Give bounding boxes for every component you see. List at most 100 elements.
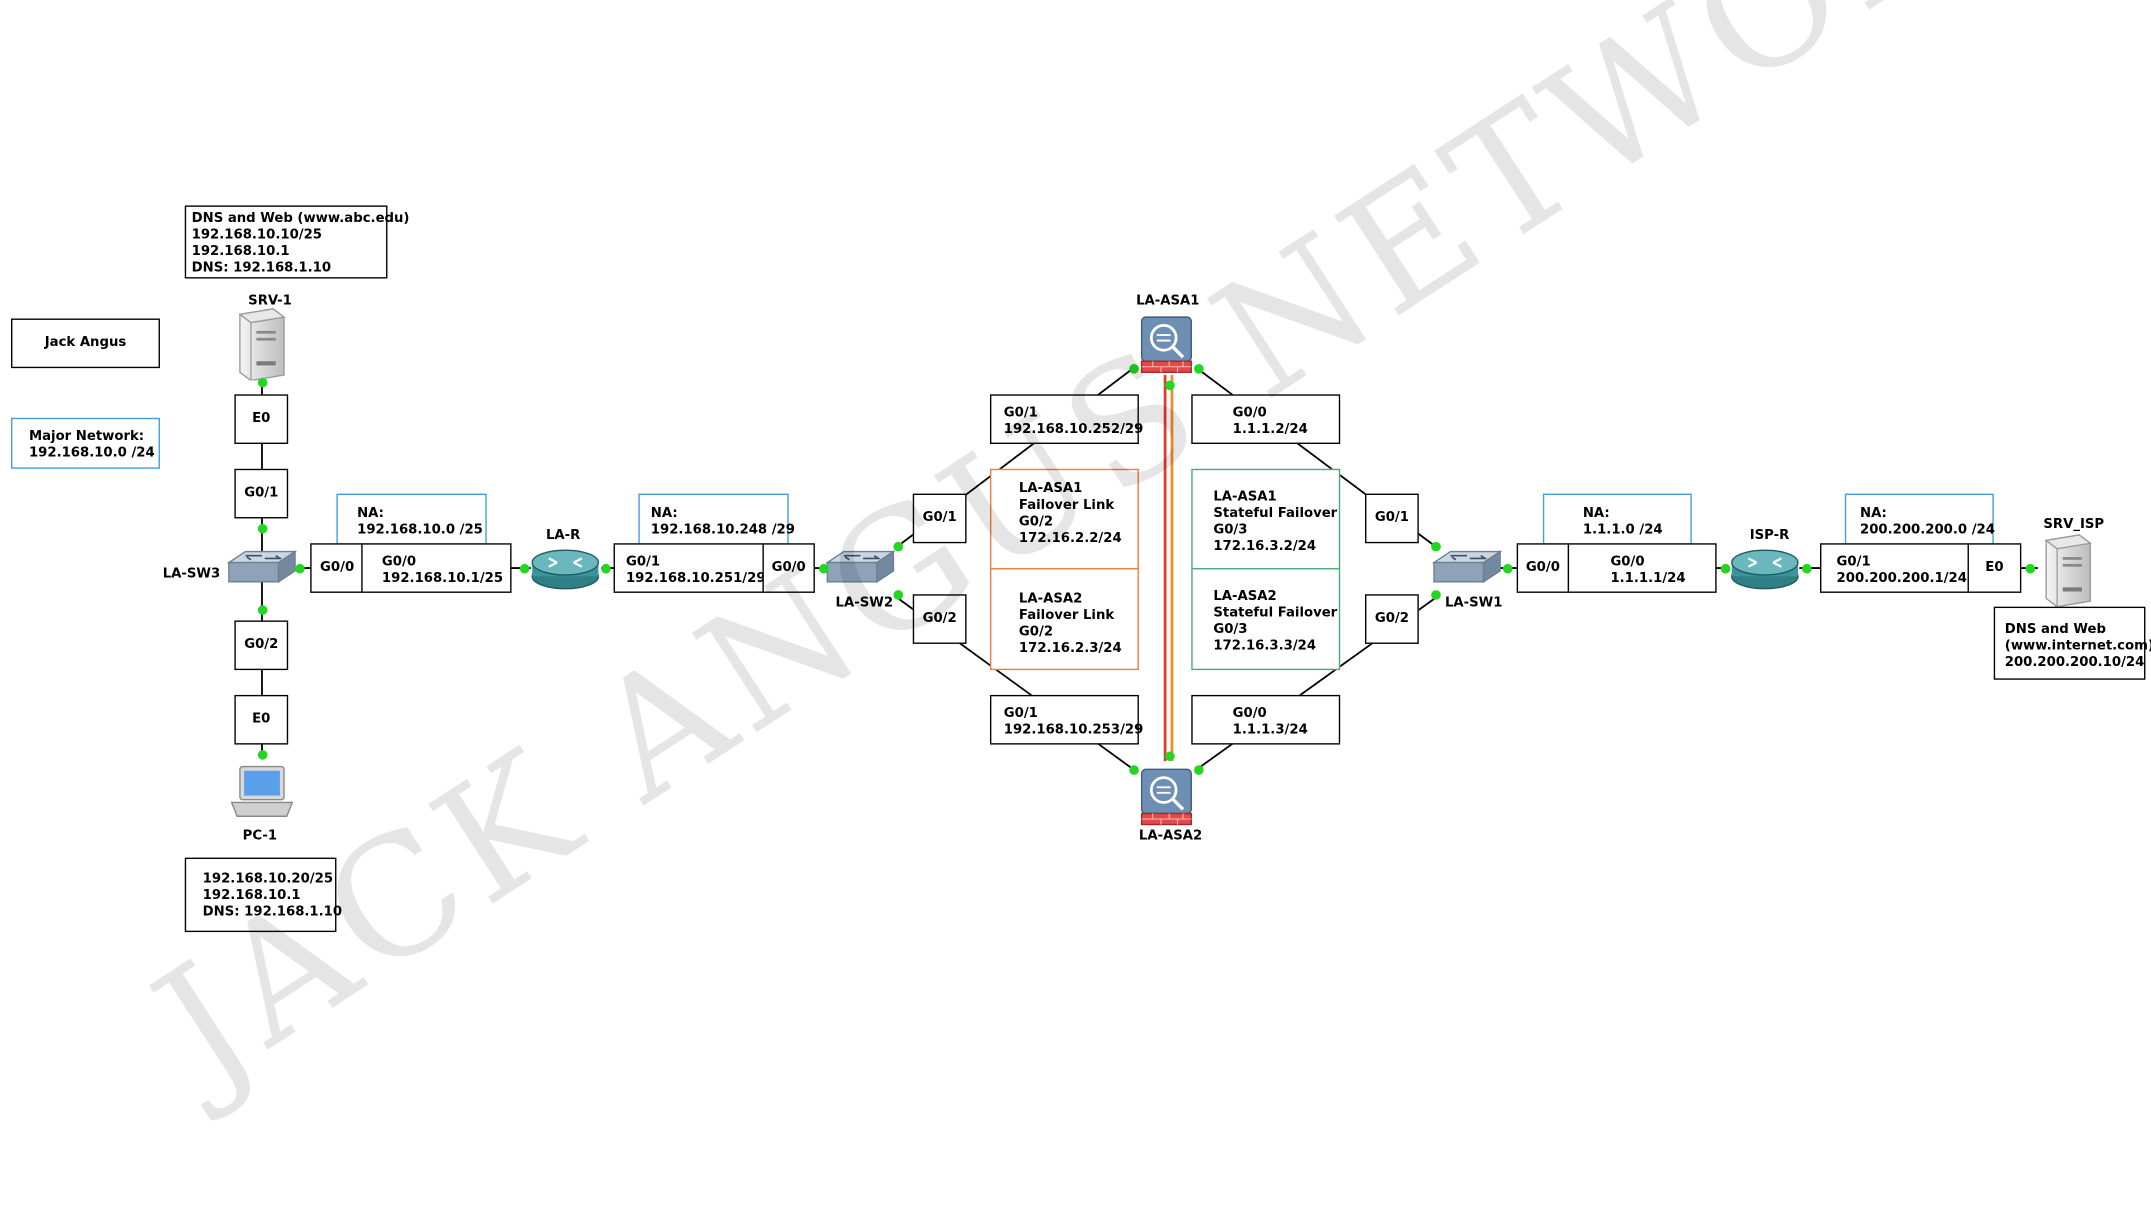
firewall-icon[interactable] <box>1139 314 1194 375</box>
port-name: G0/0 <box>1610 554 1645 570</box>
info-line: 192.168.10.20/25 <box>202 871 334 887</box>
link-dot <box>1502 563 1512 573</box>
title-text: Jack Angus <box>44 335 127 351</box>
major-network-box: Major Network: 192.168.10.0 /24 <box>11 417 160 469</box>
port-sw2-g0-2[interactable]: G0/2 <box>912 594 967 644</box>
network-address-box: NA: 192.168.10.248 /29 <box>638 493 795 545</box>
port-ispr-g0-1[interactable]: G0/1 200.200.200.1/24 <box>1820 543 1969 593</box>
failover-line: Failover Link <box>1018 608 1115 624</box>
port-name: G0/1 <box>1836 554 1871 570</box>
link-dot <box>1430 541 1441 551</box>
na-label: NA: <box>1860 506 1887 522</box>
info-line: DNS: 192.168.1.10 <box>191 260 332 276</box>
network-address-box: NA: 192.168.10.0 /25 <box>336 493 487 545</box>
link-dot <box>257 604 267 615</box>
info-line: DNS and Web (www.abc.edu) <box>191 210 410 227</box>
major-network-label: Major Network: <box>28 428 145 444</box>
port-ip: 1.1.1.1/24 <box>1610 570 1686 586</box>
port-ip: 192.168.10.253/29 <box>1003 722 1144 738</box>
device-label-la-asa1: LA-ASA1 <box>1136 293 1200 309</box>
port-lar-g0-0[interactable]: G0/0 192.168.10.1/25 <box>361 543 512 593</box>
router-icon[interactable] <box>529 546 601 590</box>
device-label-srv-isp: SRV_ISP <box>2043 517 2105 533</box>
link-dot <box>1801 563 1812 573</box>
link-dot <box>600 563 611 573</box>
link-dot <box>257 377 267 387</box>
link-dot <box>1128 764 1139 775</box>
info-line: 192.168.10.1 <box>191 244 290 260</box>
device-label-la-sw1: LA-SW1 <box>1444 595 1503 611</box>
stateful-line: 172.16.3.3/24 <box>1213 638 1317 654</box>
link-dot <box>1128 363 1139 373</box>
port-srv1-e0[interactable]: E0 <box>234 394 289 444</box>
failover-line: Failover Link <box>1018 497 1115 513</box>
srv1-info-box: DNS and Web (www.abc.edu) 192.168.10.10/… <box>184 205 410 279</box>
stateful-line: LA-ASA2 <box>1213 588 1277 604</box>
port-ispr-g0-0[interactable]: G0/0 1.1.1.1/24 <box>1567 543 1717 593</box>
title-box: Jack Angus <box>11 318 160 369</box>
port-name: G0/0 <box>1232 705 1267 722</box>
info-line: DNS: 192.168.1.10 <box>202 904 343 920</box>
port-name: G0/1 <box>1003 705 1038 722</box>
port-sw3-g0-2[interactable]: G0/2 <box>234 620 289 671</box>
switch-icon[interactable] <box>1431 549 1503 588</box>
port-sw1-g0-2[interactable]: G0/2 <box>1365 594 1419 644</box>
port-sw3-g0-1[interactable]: G0/1 <box>234 468 289 519</box>
port-ip: 1.1.1.2/24 <box>1232 421 1308 438</box>
device-label-la-sw2: LA-SW2 <box>835 595 894 611</box>
stateful-line: G0/3 <box>1213 621 1248 638</box>
pc-icon[interactable] <box>229 761 295 822</box>
port-sw1-g0-1[interactable]: G0/1 <box>1365 493 1419 544</box>
port-sw3-g0-0[interactable]: G0/0 <box>310 543 365 593</box>
port-sw2-g0-0[interactable]: G0/0 <box>762 543 815 593</box>
link-dot <box>892 589 903 600</box>
device-label-la-sw3: LA-SW3 <box>162 566 221 582</box>
link-dot <box>257 749 267 760</box>
device-label-isp-r: ISP-R <box>1749 528 1790 544</box>
port-sw2-g0-1[interactable]: G0/1 <box>912 493 967 544</box>
port-asa1-g0-1[interactable]: G0/1 192.168.10.252/29 <box>989 394 1144 444</box>
router-icon[interactable] <box>1729 546 1801 590</box>
port-ip: 192.168.10.251/29 <box>625 570 766 586</box>
info-line: 192.168.10.10/25 <box>191 227 323 243</box>
port-lar-g0-1[interactable]: G0/1 192.168.10.251/29 <box>613 543 766 593</box>
stateful-line: 172.16.3.2/24 <box>1213 539 1317 555</box>
failover-line: G0/2 <box>1018 624 1054 640</box>
port-name: G0/1 <box>1003 405 1038 421</box>
link-dot <box>1164 750 1175 761</box>
port-asa2-g0-0[interactable]: G0/0 1.1.1.3/24 <box>1191 694 1341 745</box>
na-value: 1.1.1.0 /24 <box>1582 522 1663 538</box>
device-label-la-asa2: LA-ASA2 <box>1138 828 1203 844</box>
port-name: G0/0 <box>1232 405 1267 421</box>
port-srv-isp-e0[interactable]: E0 <box>1967 543 2022 593</box>
link-dot <box>257 523 267 533</box>
failover-line: LA-ASA2 <box>1018 591 1083 607</box>
pc1-info-box: 192.168.10.20/25 192.168.10.1 DNS: 192.1… <box>184 857 343 933</box>
port-asa1-g0-0[interactable]: G0/0 1.1.1.2/24 <box>1191 394 1341 444</box>
info-line: 200.200.200.10/24 <box>2004 654 2145 671</box>
link-dot <box>294 563 305 573</box>
port-asa2-g0-1[interactable]: G0/1 192.168.10.253/29 <box>989 694 1144 745</box>
asa2-stateful-failover-box: LA-ASA2 Stateful Failover G0/3 172.16.3.… <box>1191 568 1341 671</box>
link-dot <box>1430 589 1441 600</box>
firewall-icon[interactable] <box>1139 767 1194 828</box>
asa1-failover-link-box: LA-ASA1 Failover Link G0/2 172.16.2.2/24 <box>989 468 1139 570</box>
failover-line: G0/2 <box>1018 514 1054 530</box>
port-sw1-g0-0[interactable]: G0/0 <box>1516 543 1570 593</box>
stateful-line: Stateful Failover <box>1213 506 1338 522</box>
network-address-box: NA: 200.200.200.0 /24 <box>1844 493 1995 545</box>
link-dot <box>818 563 828 573</box>
switch-icon[interactable] <box>825 549 897 588</box>
port-ip: 1.1.1.3/24 <box>1232 722 1308 738</box>
port-name: G0/0 <box>381 554 417 570</box>
port-ip: 192.168.10.252/29 <box>1003 421 1144 438</box>
link-dot <box>2024 563 2035 573</box>
info-line: (www.internet.com) <box>2004 638 2151 654</box>
device-label-srv1: SRV-1 <box>248 293 292 309</box>
server-icon[interactable] <box>234 306 289 381</box>
switch-icon[interactable] <box>226 549 298 588</box>
port-pc1-e0[interactable]: E0 <box>234 694 289 745</box>
na-label: NA: <box>357 506 384 522</box>
isp-server-icon[interactable] <box>2041 532 2096 607</box>
na-label: NA: <box>1582 506 1610 522</box>
